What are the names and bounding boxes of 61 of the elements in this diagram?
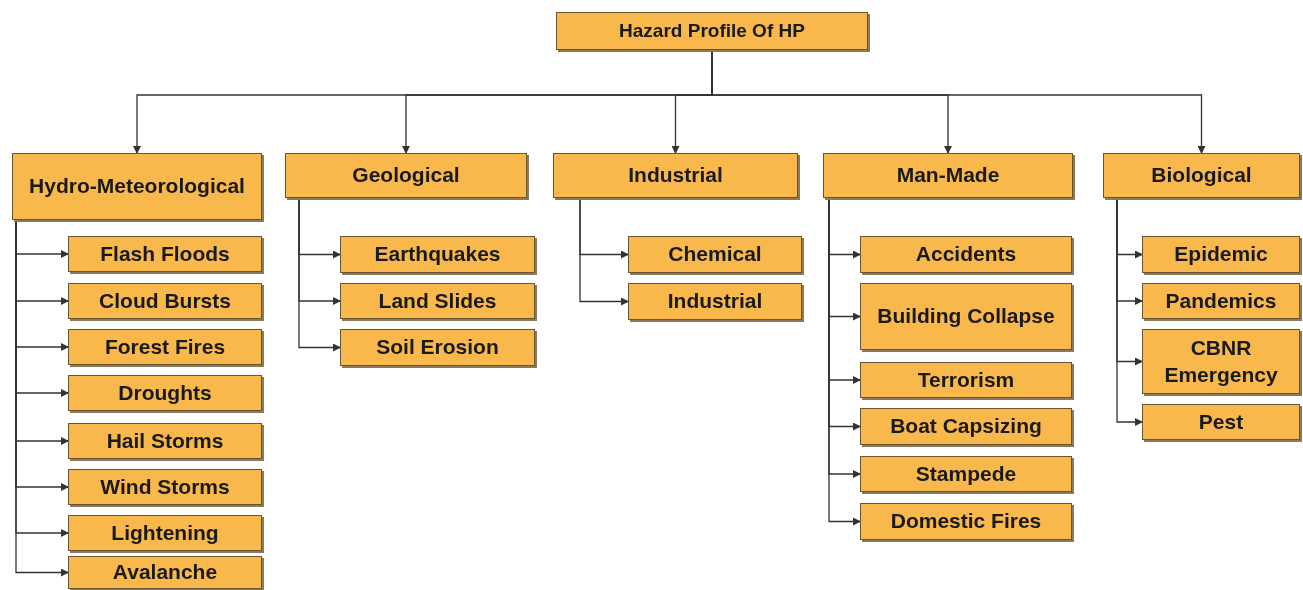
hazard-box <box>68 515 262 551</box>
hazard-box <box>68 283 262 319</box>
connector-arrow <box>579 197 629 306</box>
hazard-box <box>1142 404 1300 440</box>
hazard-box <box>340 283 535 319</box>
hazard-box <box>340 236 535 273</box>
box-label: Domestic Fires <box>890 508 1042 535</box>
box-label: Cloud Bursts <box>99 287 231 314</box>
box-label: Boat Capsizing <box>890 413 1042 440</box>
category-box <box>553 153 798 198</box>
hazard-box <box>68 423 262 459</box>
box-label: Avalanche <box>112 559 218 586</box>
box-label: Pandemics <box>1165 287 1277 314</box>
box-label: Wind Storms <box>100 473 230 500</box>
box-label: Industrial <box>628 162 723 189</box>
hazard-box <box>68 236 262 272</box>
category-box <box>823 153 1073 198</box>
box-label: Soil Erosion <box>376 334 499 361</box>
box-label: Droughts <box>118 379 212 406</box>
box-label: Lightening <box>111 519 219 546</box>
box-label: Stampede <box>915 460 1017 487</box>
box-label: Accidents <box>915 241 1017 268</box>
hazard-box <box>860 503 1072 540</box>
root-box <box>556 12 868 50</box>
box-label: Hydro-Meteorological <box>29 173 245 200</box>
category-box <box>1103 153 1300 198</box>
box-label: Terrorism <box>917 366 1015 393</box>
box-label: CBNR Emergency <box>1163 335 1279 388</box>
hazard-box <box>860 283 1072 350</box>
hazard-box <box>628 236 802 273</box>
hazard-box <box>68 375 262 411</box>
box-label: Epidemic <box>1174 241 1268 268</box>
hazard-box <box>68 469 262 505</box>
box-label: Earthquakes <box>374 241 501 268</box>
box-label: Flash Floods <box>100 240 230 267</box>
hazard-box <box>860 456 1072 492</box>
hazard-box <box>68 556 262 589</box>
box-label: Hail Storms <box>106 427 224 454</box>
box-label: Chemical <box>668 241 762 268</box>
box-label: Industrial <box>667 288 763 315</box>
box-label: Pest <box>1198 408 1244 435</box>
box-label: Building Collapse <box>877 303 1055 330</box>
hazard-box <box>628 283 802 320</box>
box-label: Land Slides <box>378 287 497 314</box>
box-label: Biological <box>1151 162 1252 189</box>
hazard-box <box>1142 236 1300 273</box>
box-label: Forest Fires <box>104 333 226 360</box>
hazard-box <box>1142 283 1300 319</box>
hazard-box <box>1142 329 1300 394</box>
box-label: Geological <box>352 162 460 189</box>
hazard-box <box>860 408 1072 445</box>
hazard-box <box>340 329 535 366</box>
category-box <box>12 153 262 220</box>
hazard-box <box>860 362 1072 398</box>
connector-arrow <box>298 197 341 352</box>
box-label: Man-Made <box>896 162 1000 189</box>
category-box <box>285 153 527 198</box>
hazard-box <box>68 329 262 365</box>
box-label: Hazard Profile Of HP <box>619 19 805 43</box>
hazard-box <box>860 236 1072 273</box>
connector-arrow <box>1116 197 1143 426</box>
